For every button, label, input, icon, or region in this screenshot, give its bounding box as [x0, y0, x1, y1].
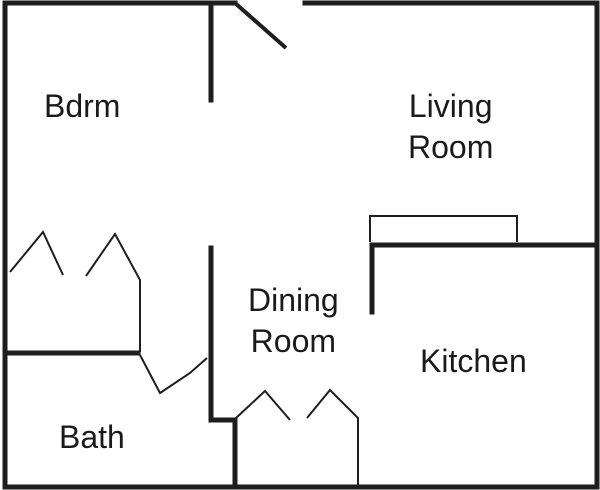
dining-room-label-line-2: Room [250, 322, 337, 359]
living-room-label-line-2: Room [408, 128, 494, 165]
dining-closet-door-right [306, 388, 359, 487]
living-room-label: Living Room [408, 86, 493, 168]
bath-door [139, 354, 208, 395]
living-room-label-line-1: Living [408, 88, 493, 124]
bedroom-closet-door-left [9, 230, 64, 276]
entry-door [233, 1, 288, 50]
dining-closet-door-left [235, 389, 291, 421]
bath-label: Bath [59, 419, 125, 455]
dining-room-label: Dining Room [248, 280, 339, 362]
bedroom-label: Bdrm [44, 88, 121, 124]
kitchen-counter [369, 215, 518, 242]
dining-room-label-line-1: Dining [248, 282, 339, 318]
kitchen-label: Kitchen [420, 343, 527, 379]
bedroom-closet-door-right [85, 232, 141, 352]
